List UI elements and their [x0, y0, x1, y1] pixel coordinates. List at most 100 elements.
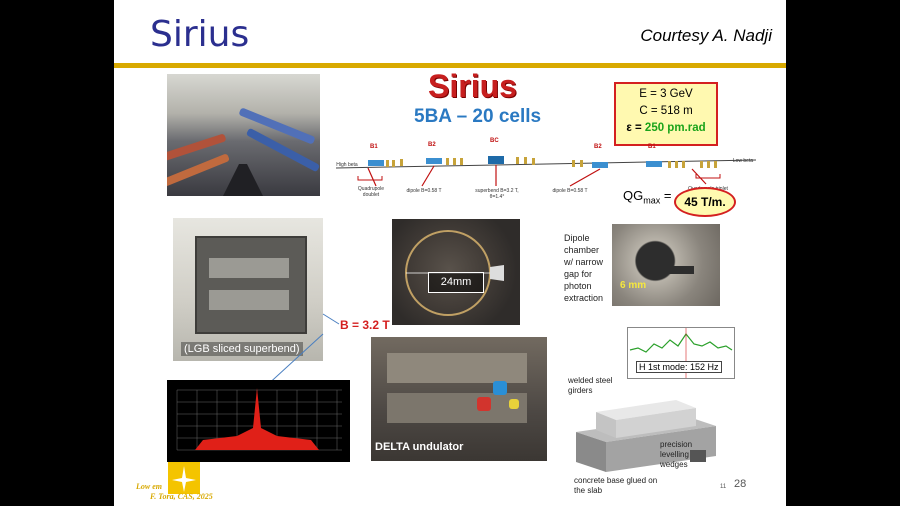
circumference-param: C = 518 m: [639, 105, 693, 117]
label-low-beta: Low beta: [732, 158, 754, 164]
field-profile-plot: [167, 380, 350, 462]
girder-diagram: welded steel girders precision levelling…: [566, 372, 726, 497]
arrow-doublet: [367, 167, 377, 187]
callout-line-bottom: [264, 333, 324, 389]
label-b2-right: B2: [594, 144, 602, 150]
quad: [580, 160, 583, 167]
wedge-label: precision levelling wedges: [660, 440, 693, 469]
qg-text: QG: [623, 188, 644, 203]
label-bc: BC: [490, 138, 499, 144]
energy-param: E = 3 GeV: [639, 88, 693, 100]
footer-text: Low em F. Tora, CAS, 2025: [136, 482, 213, 502]
quad: [532, 158, 535, 165]
quad: [572, 160, 575, 167]
undulator-label: DELTA undulator: [375, 441, 464, 453]
caption-line: extraction: [564, 293, 604, 303]
title-rule: [114, 63, 786, 68]
caption-line: chamber: [564, 245, 600, 255]
undulator-top-array: [387, 353, 527, 383]
girder-side: [616, 408, 696, 438]
quad: [400, 159, 403, 166]
emittance-param: ε = 250 pm.rad: [616, 120, 716, 137]
magnet-b1-left: [368, 160, 384, 166]
callout-lines: [264, 313, 340, 389]
quad: [524, 157, 527, 164]
dipole-chamber-photo: 6 mm: [612, 224, 720, 306]
girder-label: welded steel girders: [568, 376, 613, 395]
label-quad-doublet: Quadrupole doublet: [357, 186, 385, 198]
undulator-photo: DELTA undulator: [371, 337, 547, 461]
qg-max-value: 45 T/m.: [674, 187, 736, 217]
qg-sub: max: [643, 195, 661, 206]
quad: [386, 160, 389, 167]
label-b2-left: B2: [428, 142, 436, 148]
quad: [700, 161, 703, 168]
label-b1-left: B1: [370, 144, 378, 150]
chamber-size-label: 24mm: [428, 272, 484, 293]
label-dipole-left: dipole B=0.58 T: [406, 188, 442, 194]
beam-line: [335, 159, 757, 169]
emittance-value: 250 pm.rad: [644, 122, 706, 134]
gap-size-label: 6 mm: [620, 280, 647, 291]
quad: [516, 157, 519, 164]
label-high-beta: High beta: [336, 162, 358, 168]
concrete-label: concrete base glued on the slab: [574, 476, 658, 495]
slide: Sirius Courtesy A. Nadji Sirius 5BA – 20…: [114, 0, 786, 506]
superbend-pole-bottom: [209, 290, 289, 310]
field-profile-svg: [176, 388, 342, 451]
extraction-gap: [642, 266, 694, 274]
quad: [453, 158, 456, 165]
emittance-label: ε =: [626, 122, 645, 134]
superbend-photo: (LGB sliced superbend): [173, 218, 323, 361]
footer-line1: Low em: [136, 482, 162, 491]
magnet-b2-right: [592, 162, 608, 168]
concrete-side: [606, 426, 716, 472]
qg-eq: =: [660, 188, 672, 203]
chamber-slot: [490, 265, 504, 281]
footer-logo-icon: [168, 462, 200, 494]
triplet-bracket: [695, 174, 721, 179]
parameters-box: E = 3 GeV C = 518 m ε = 250 pm.rad: [614, 82, 718, 146]
girder-front: [596, 412, 616, 438]
quad: [714, 161, 717, 168]
mode-label: H 1st mode: 152 Hz: [636, 361, 722, 373]
doublet-bracket: [357, 176, 383, 181]
superbend-label: (LGB sliced superbend): [181, 342, 303, 356]
quad: [682, 161, 685, 168]
cells-subtitle: 5BA – 20 cells: [414, 106, 542, 127]
superbend-magnet: [195, 236, 307, 334]
dipole-chamber-caption: Dipole chamber w/ narrow gap for photon …: [564, 232, 603, 304]
red-block: [477, 397, 491, 411]
tunnel-photo: [167, 74, 320, 196]
caption-line: gap for: [564, 269, 593, 279]
magnet-bc: [488, 156, 504, 164]
yellow-block: [509, 399, 519, 409]
courtesy-text: Courtesy A. Nadji: [640, 26, 772, 45]
quad: [675, 161, 678, 168]
caption-line: w/ narrow: [564, 257, 604, 267]
footer-line2: F. Tora, CAS, 2025: [150, 492, 213, 501]
caption-line: photon: [564, 281, 592, 291]
magnet-b1-right: [646, 161, 662, 167]
arrow-dipole-left: [421, 165, 435, 187]
lattice-diagram: B1 B2 BC B2 B1 High beta Low beta Quadru…: [335, 136, 757, 208]
b-field-label: B = 3.2 T: [340, 318, 390, 332]
label-dipole-right: dipole B=0.58 T: [552, 188, 588, 194]
quad: [668, 161, 671, 168]
field-profile-curve: [195, 388, 319, 450]
mode-plot: H 1st mode: 152 Hz: [627, 327, 735, 379]
slide-title: Sirius: [150, 14, 250, 55]
superbend-pole-top: [209, 258, 289, 278]
label-superbend: superbend B=3.2 T, θ=1.4°: [475, 188, 519, 200]
arrow-triplet: [691, 168, 707, 185]
vacuum-chamber-photo: 24mm: [392, 219, 520, 325]
magnet-b2-left: [426, 158, 442, 164]
quad: [707, 161, 710, 168]
lattice-svg: [335, 156, 757, 187]
concrete-front: [576, 432, 606, 472]
quad: [460, 158, 463, 165]
page-number: 28: [734, 478, 747, 490]
girder-svg: [576, 400, 716, 472]
undulator-bottom-array: [387, 393, 527, 423]
inner-page-number: 11: [720, 484, 727, 490]
